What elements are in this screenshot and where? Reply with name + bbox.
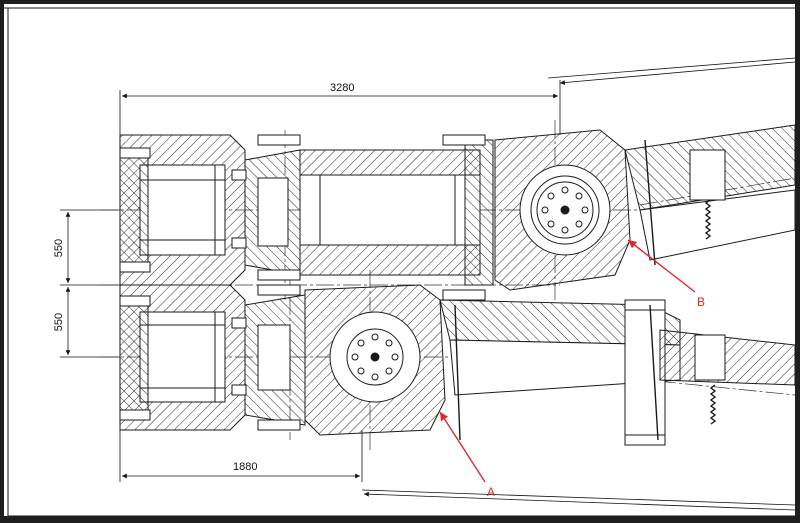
drawing-sheet: 3280 1880 [4, 4, 795, 516]
dimension-lower-slanted [361, 489, 795, 511]
dimension-lower-label: 1880 [233, 461, 257, 473]
spline-teeth [454, 139, 717, 441]
dimension-vertical [60, 209, 120, 358]
callout-b-arrow [627, 239, 696, 293]
upper-hub [536, 181, 594, 239]
dimension-overall [119, 80, 561, 135]
upper-assembly [119, 124, 795, 291]
sheet-border [4, 7, 795, 516]
dimension-upper-offset-label: 550 [53, 239, 65, 257]
dimension-lower [119, 430, 363, 482]
lower-assembly [119, 284, 795, 446]
callout-b-label: B [697, 295, 705, 309]
dimension-overall-label: 3280 [330, 82, 354, 94]
dimension-upper-slanted [547, 57, 795, 85]
cad-drawing: 3280 1880 [4, 7, 795, 516]
callout-a-arrow [439, 411, 486, 483]
lower-hub [346, 328, 404, 386]
callout-a-label: A [487, 485, 495, 499]
dimension-lower-offset-label: 550 [53, 313, 65, 331]
